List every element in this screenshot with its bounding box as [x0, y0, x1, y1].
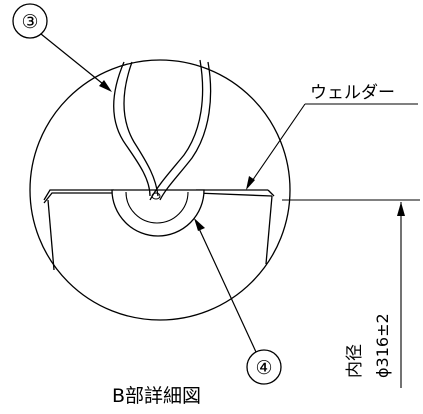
welder-bead [111, 189, 205, 237]
detail-circle [29, 59, 291, 321]
welder-label: ウェルダー [310, 83, 395, 103]
part-3-label: ③ [21, 11, 38, 33]
welder-callout: ウェルダー [246, 83, 418, 190]
twisted-wire [113, 59, 212, 201]
inner-diameter-label: 内径 [345, 344, 365, 378]
part-3-callout: ③ [12, 3, 112, 92]
part-4-callout: ④ [194, 218, 282, 385]
diameter-dimension: ϕ316±2 内径 [282, 199, 420, 388]
container-wall [43, 189, 275, 271]
diameter-value-label: ϕ316±2 [373, 313, 392, 378]
drawing-title: B部詳細図 [112, 385, 201, 407]
part-4-label: ④ [255, 357, 272, 379]
